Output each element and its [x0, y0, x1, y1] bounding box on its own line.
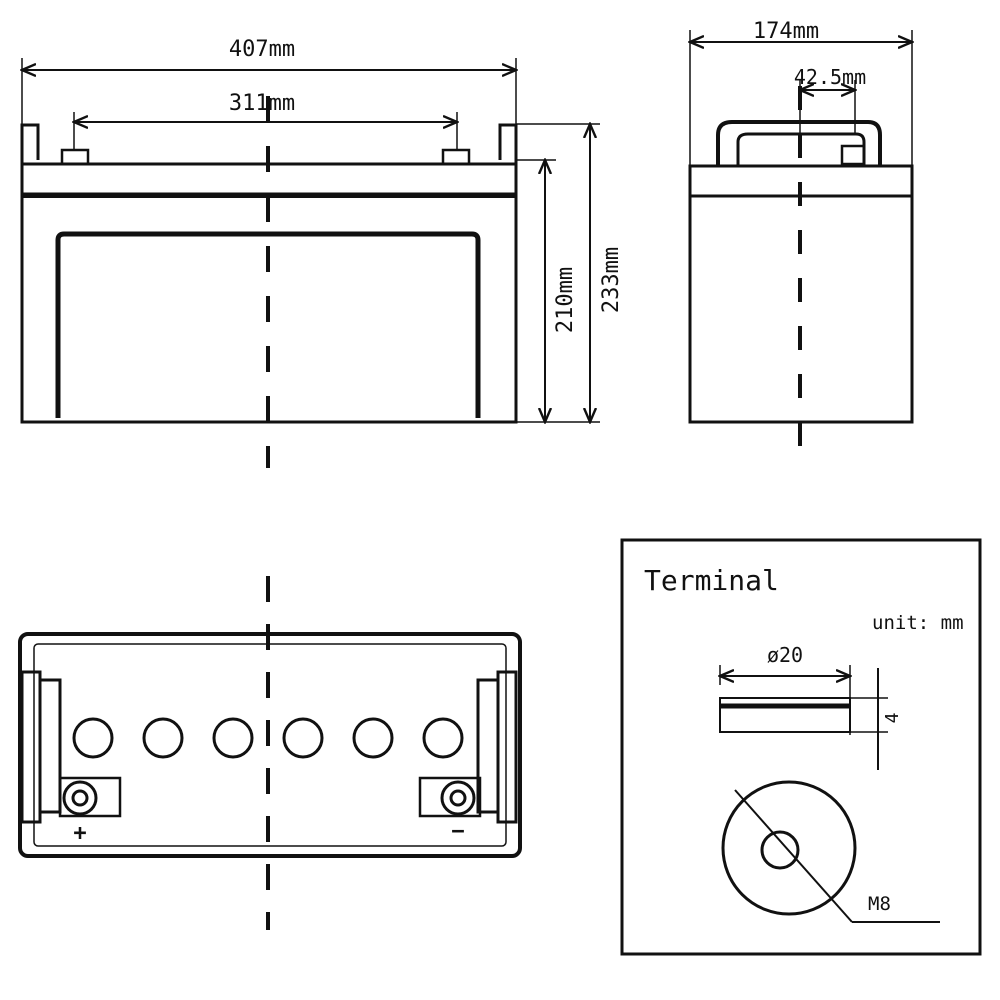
positive-sign: +: [73, 821, 86, 846]
side-handle: [716, 120, 882, 166]
left-handle: [20, 123, 40, 168]
top-view: [18, 576, 522, 930]
bolt-leader-line: [734, 789, 853, 923]
vent-cap: [422, 717, 464, 759]
unit-note: unit: mm: [872, 612, 964, 634]
terminal-detail-box: [620, 538, 982, 956]
terminal-profile: [719, 697, 851, 733]
negative-terminal-bolt: [449, 789, 467, 807]
side-terminal: [840, 144, 866, 166]
bolt-size-label: M8: [868, 893, 891, 915]
front-view: [22, 58, 600, 468]
vent-cap: [282, 717, 324, 759]
top-handle-right: [496, 670, 518, 824]
height-210-label: 210mm: [553, 267, 578, 333]
top-handle-left: [20, 670, 42, 824]
vent-cap: [72, 717, 114, 759]
handle-width-label: 42.5mm: [794, 65, 866, 89]
vent-cap: [212, 717, 254, 759]
positive-terminal-ring: [62, 780, 98, 816]
terminal-title: Terminal: [644, 564, 779, 597]
top-handle-right-recess: [476, 678, 498, 814]
width-label: 174mm: [753, 19, 819, 44]
negative-sign: −: [451, 819, 464, 844]
terminal-outer-ring: [721, 780, 857, 916]
top-handle-left-recess: [40, 678, 62, 814]
diameter-label: ø20: [767, 643, 803, 667]
length-label: 407mm: [229, 37, 295, 62]
front-terminal-left: [60, 148, 90, 166]
side-view: [690, 30, 912, 462]
height-233-label: 233mm: [599, 247, 624, 313]
vent-cap: [352, 717, 394, 759]
right-handle: [498, 123, 518, 168]
vent-cap: [142, 717, 184, 759]
negative-terminal-ring: [440, 780, 476, 816]
terminal-spacing-label: 311mm: [229, 91, 295, 116]
positive-terminal-bolt: [71, 789, 89, 807]
front-inner-panel: [55, 231, 481, 418]
positive-terminal-base: [58, 776, 122, 818]
terminal-detail-frame: [620, 538, 982, 956]
front-terminal-right: [441, 148, 471, 166]
thickness-label: 4: [882, 713, 903, 724]
negative-terminal-base: [418, 776, 482, 818]
terminal-bolt-hole: [760, 830, 800, 870]
